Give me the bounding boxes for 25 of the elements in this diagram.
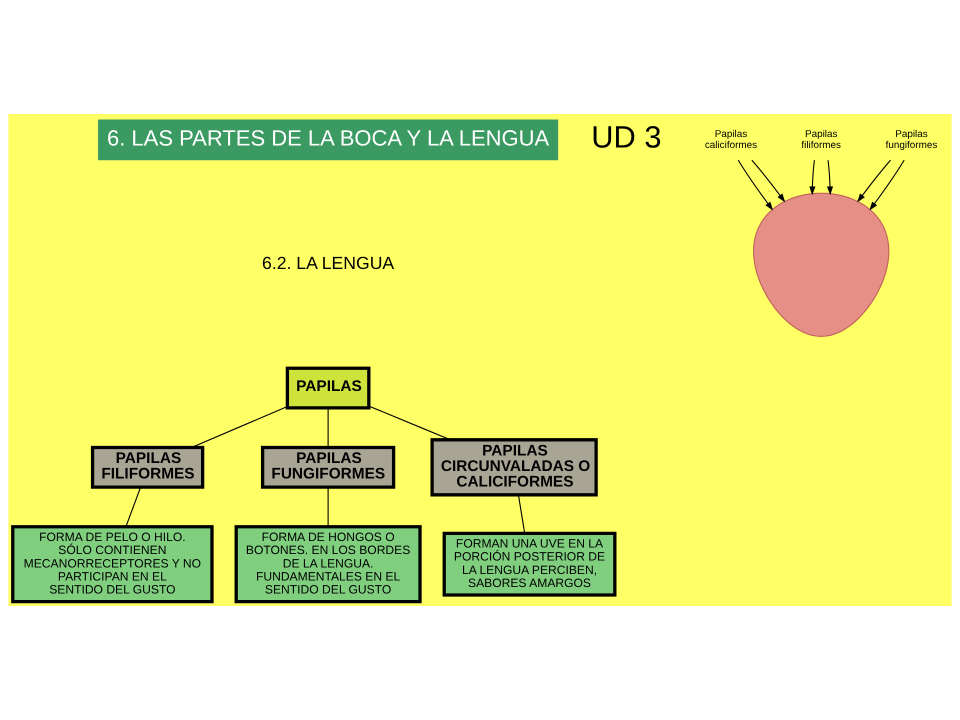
- connector: [368, 406, 450, 440]
- connector: [191, 406, 288, 448]
- connector: [125, 487, 141, 527]
- connector: [328, 488, 329, 527]
- node-box: PAPILAS: [286, 366, 370, 410]
- node-box: FORMAN UNA UVE EN LA PORCIÓN POSTERIOR DE LA LENGUA PERCIBEN, SABORES AMARGOS: [442, 532, 616, 597]
- node-box: FORMA DE HONGOS O BOTONES. EN LOS BORDES DE LA LENGUA. FUNDAMENTALES EN EL SENTIDO DEL GUSTO: [234, 525, 422, 604]
- node-text: Papilas fungiformes: [886, 128, 938, 151]
- node-box: FORMA DE PELO O HILO. SÓLO CONTIENEN MECANORRECEPTORES Y NO PARTICIPAN EN EL SENTIDO DEL GUSTO: [11, 525, 214, 604]
- label: 6.2. LA LENGUA: [262, 252, 394, 273]
- connector: [518, 495, 526, 534]
- node-box: PAPILAS CIRCUNVALADAS O CALICIFORMES: [430, 438, 598, 496]
- arrow: [857, 160, 891, 202]
- arrow: [738, 160, 774, 210]
- arrow: [869, 160, 905, 210]
- arrow: [809, 160, 816, 196]
- node-text: Papilas caliciformes: [704, 128, 758, 151]
- connector: [328, 408, 329, 448]
- diagram-title: 6. LAS PARTES DE LA BOCA Y LA LENGUA: [106, 125, 550, 150]
- node-box: PAPILAS FUNGIFORMES: [260, 446, 396, 489]
- node-text: Papilas filiformes: [801, 128, 841, 151]
- arrow: [826, 160, 834, 196]
- arrow: [751, 160, 786, 202]
- label: UD 3: [591, 119, 662, 154]
- node-box: PAPILAS FILIFORMES: [90, 446, 204, 489]
